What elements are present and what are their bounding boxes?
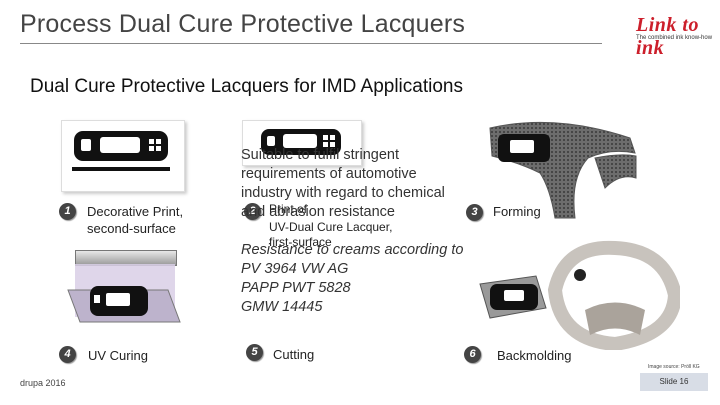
slide-subtitle: Dual Cure Protective Lacquers for IMD Ap… [30,76,463,97]
uv-curing-image [67,264,181,323]
step-2-badge: 2 [244,203,261,220]
step-2-label: Print of UV-Dual Cure Lacquer, first-sur… [269,202,393,249]
event-label: drupa 2016 [20,378,66,388]
step-1-label: Decorative Print, second-surface [87,204,184,236]
device-panel-icon [74,131,168,161]
decorative-print-film-image [61,120,185,192]
slide-number: Slide 16 [640,373,708,391]
formed-steering-wheel-image [489,121,637,219]
step-5-badge: 5 [246,344,263,361]
device-panel-icon [261,129,341,155]
step-3-label: Forming [493,204,541,219]
resistance-text: Resistance to creams according to PV 396… [241,242,464,315]
step-5-label: Cutting [273,347,315,362]
lacquer-print-film-image [242,120,362,166]
cut-film-image [479,275,547,319]
company-logo: Link to ink [636,14,699,59]
step-4-label: UV Curing [88,348,148,363]
page-title: Process Dual Cure Protective Lacquers [20,10,466,38]
step-4-badge: 4 [59,346,76,363]
step-3-badge: 3 [466,204,483,221]
step-6-badge: 6 [464,346,481,363]
step-1-badge: 1 [59,203,76,220]
image-source-note: Image source: Pröll KG [648,364,700,370]
backmolded-steering-wheel-image [547,240,680,350]
title-divider [20,43,602,44]
logo-tagline: The combined ink know-how [636,35,713,41]
step-6-label: Backmolding [497,348,572,363]
requirements-text: Suitable to fulfil stringent requirement… [241,147,445,220]
